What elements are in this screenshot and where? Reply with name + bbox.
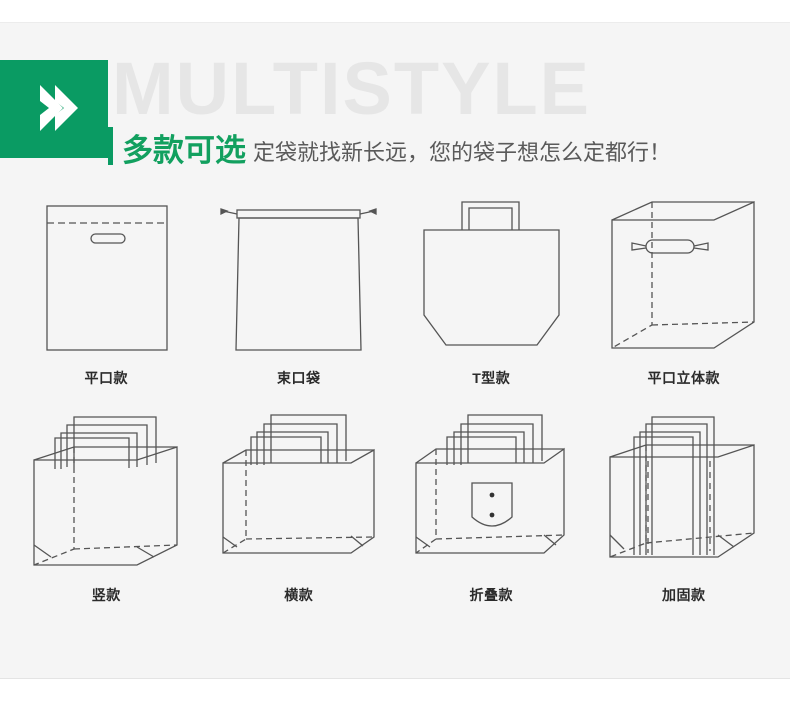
banner-header: MULTISTYLE 多款可选 定袋就找新长远，您的袋子想怎么定都行！ — [0, 52, 790, 168]
bag-style-label: 平口立体款 — [647, 370, 720, 386]
bag-style-label: 平口款 — [84, 370, 128, 386]
folding-bag-icon — [415, 414, 565, 554]
headline-subtitle: 定袋就找新长远，您的袋子想怎么定都行！ — [253, 140, 672, 165]
bag-style-label: 折叠款 — [469, 587, 513, 603]
bag-style-label: 横款 — [284, 587, 314, 603]
bag-style-grid: 平口款 束口袋 — [10, 190, 780, 620]
bag-style-label: T型款 — [472, 370, 511, 386]
bag-style-label: 竖款 — [91, 587, 121, 603]
bag-style-item[interactable]: 平口款 — [10, 190, 203, 405]
headline-row: 多款可选 定袋就找新长远，您的袋子想怎么定都行！ — [108, 123, 672, 168]
bag-style-item[interactable]: T型款 — [395, 190, 588, 405]
drawstring-bag-icon — [220, 208, 377, 351]
bag-style-item[interactable]: 平口立体款 — [588, 190, 781, 405]
vertical-handbag-icon — [33, 416, 178, 566]
bag-style-item[interactable]: 束口袋 — [203, 190, 396, 405]
flat-mouth-bag-icon — [46, 205, 168, 351]
flat-mouth-3d-bag-icon — [611, 200, 755, 349]
bag-style-item[interactable]: 折叠款 — [395, 405, 588, 620]
chevron-right-icon — [40, 85, 78, 131]
bag-style-label: 加固款 — [662, 587, 706, 603]
watermark-text: MULTISTYLE — [112, 47, 592, 130]
bag-style-item[interactable]: 竖款 — [10, 405, 203, 620]
horizontal-handbag-icon — [222, 414, 375, 554]
bag-style-item[interactable]: 加固款 — [588, 405, 781, 620]
reinforced-bag-icon — [609, 416, 755, 558]
bag-style-label: 束口袋 — [277, 370, 321, 386]
bag-style-item[interactable]: 横款 — [203, 405, 396, 620]
headline-accent-bar — [108, 127, 113, 165]
t-shape-tote-icon — [423, 201, 560, 346]
headline-title: 多款可选 — [122, 133, 246, 168]
